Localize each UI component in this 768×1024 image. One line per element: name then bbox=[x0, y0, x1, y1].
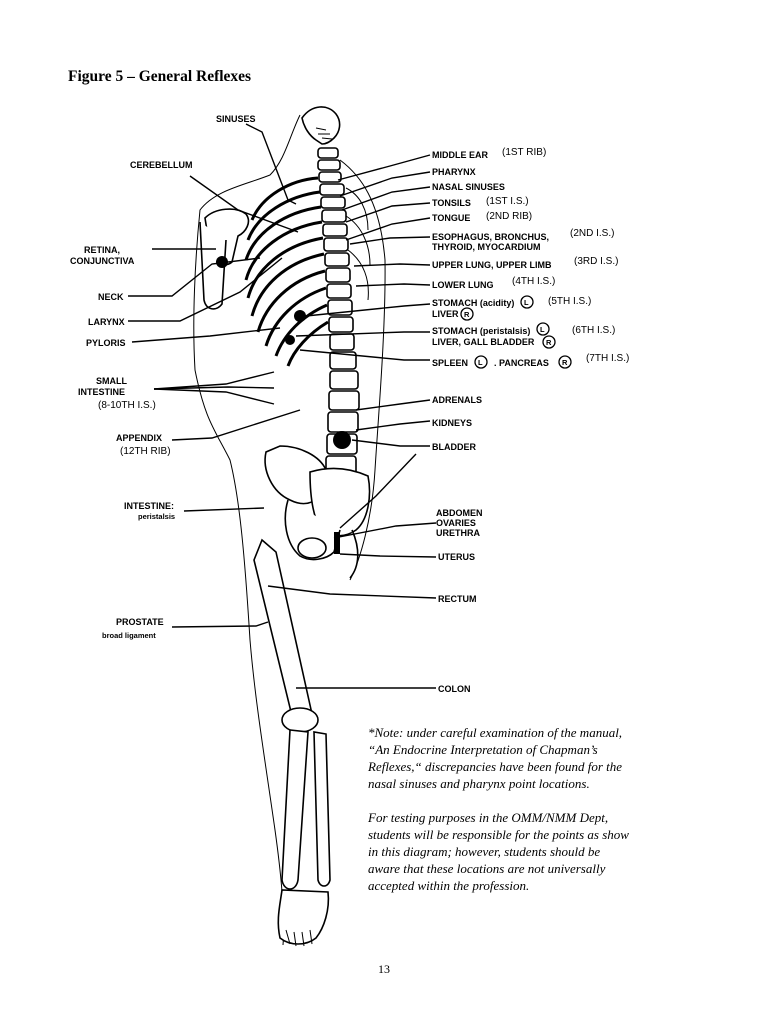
label-larynx: LARYNX bbox=[88, 317, 125, 327]
label-bladder: BLADDER bbox=[432, 442, 476, 452]
left-side-mark: L bbox=[536, 322, 550, 336]
label-rectum: RECTUM bbox=[438, 594, 477, 604]
leader-lines bbox=[128, 123, 437, 689]
label-conjunctiva: CONJUNCTIVA bbox=[70, 256, 135, 266]
page-number: 13 bbox=[378, 962, 390, 976]
label-spleen-location: (7TH I.S.) bbox=[586, 353, 629, 364]
svg-text:R: R bbox=[546, 338, 552, 347]
label-neck: NECK bbox=[98, 292, 124, 302]
svg-text:R: R bbox=[562, 358, 568, 367]
label-stomach-peristalsis: STOMACH (peristalsis) bbox=[432, 326, 530, 336]
label-intestine-peristalsis: INTESTINE: bbox=[124, 501, 174, 511]
label-prostate: PROSTATE bbox=[116, 617, 164, 627]
spine bbox=[317, 147, 360, 477]
left-side-mark: L bbox=[474, 355, 488, 369]
label-small-intestine-location: (8-10TH I.S.) bbox=[98, 400, 156, 411]
label-small: SMALL bbox=[96, 376, 127, 386]
right-side-mark: R bbox=[542, 335, 556, 349]
right-side-mark: R bbox=[460, 307, 474, 321]
label-pancreas: . PANCREAS bbox=[494, 358, 549, 368]
pelvis bbox=[264, 445, 371, 579]
rib-cage bbox=[244, 176, 371, 367]
label-intestine: INTESTINE bbox=[78, 387, 125, 397]
label-spleen: SPLEEN bbox=[432, 358, 468, 368]
label-appendix-location: (12TH RIB) bbox=[120, 446, 171, 457]
label-tongue: TONGUE bbox=[432, 213, 470, 223]
label-abdomen: ABDOMEN bbox=[436, 508, 483, 518]
svg-text:L: L bbox=[540, 325, 545, 334]
note-block: *Note: under careful examination of the … bbox=[368, 724, 630, 911]
label-middle-ear: MIDDLE EAR bbox=[432, 150, 489, 160]
label-upper-lung-location: (3RD I.S.) bbox=[574, 256, 618, 267]
label-esophagus-location: (2ND I.S.) bbox=[570, 228, 614, 239]
label-liver-gall-bladder: LIVER, GALL BLADDER bbox=[432, 337, 535, 347]
label-sinuses: SINUSES bbox=[216, 114, 256, 124]
label-pyloris: PYLORIS bbox=[86, 338, 126, 348]
label-liver: LIVER bbox=[432, 309, 459, 319]
label-kidneys: KIDNEYS bbox=[432, 418, 472, 428]
right-labels: MIDDLE EAR (1ST RIB) PHARYNX NASAL SINUS… bbox=[432, 147, 629, 694]
label-tongue-location: (2ND RIB) bbox=[486, 211, 532, 222]
label-ovaries: OVARIES bbox=[436, 518, 476, 528]
svg-text:L: L bbox=[524, 298, 529, 307]
svg-text:R: R bbox=[464, 310, 470, 319]
note-paragraph-1: *Note: under careful examination of the … bbox=[368, 725, 623, 791]
label-cerebellum: CEREBELLUM bbox=[130, 160, 193, 170]
label-lower-lung-location: (4TH I.S.) bbox=[512, 276, 555, 287]
label-middle-ear-location: (1ST RIB) bbox=[502, 147, 546, 158]
label-urethra: URETHRA bbox=[436, 528, 480, 538]
label-thyroid: THYROID, MYOCARDIUM bbox=[432, 242, 541, 252]
left-side-mark: L bbox=[520, 295, 534, 309]
label-stomach-peristalsis-location: (6TH I.S.) bbox=[572, 325, 615, 336]
label-retina: RETINA, bbox=[84, 245, 120, 255]
label-peristalsis: peristalsis bbox=[138, 512, 175, 521]
label-stomach-acidity-location: (5TH I.S.) bbox=[548, 296, 591, 307]
label-pharynx: PHARYNX bbox=[432, 167, 476, 177]
label-broad-ligament: broad ligament bbox=[102, 631, 156, 640]
note-paragraph-2: For testing purposes in the OMM/NMM Dept… bbox=[368, 810, 629, 893]
figure-title: Figure 5 – General Reflexes bbox=[68, 68, 252, 85]
svg-text:L: L bbox=[478, 358, 483, 367]
label-upper-lung: UPPER LUNG, UPPER LIMB bbox=[432, 260, 552, 270]
label-esophagus: ESOPHAGUS, BRONCHUS, bbox=[432, 232, 549, 242]
label-lower-lung: LOWER LUNG bbox=[432, 280, 494, 290]
label-tonsils: TONSILS bbox=[432, 198, 471, 208]
skeleton-figure bbox=[193, 106, 386, 947]
label-stomach-acidity: STOMACH (acidity) bbox=[432, 298, 514, 308]
label-nasal-sinuses: NASAL SINUSES bbox=[432, 182, 505, 192]
label-colon: COLON bbox=[438, 684, 471, 694]
label-tonsils-location: (1ST I.S.) bbox=[486, 196, 529, 207]
label-uterus: UTERUS bbox=[438, 552, 475, 562]
label-adrenals: ADRENALS bbox=[432, 395, 482, 405]
left-labels: SINUSES CEREBELLUM RETINA, CONJUNCTIVA N… bbox=[70, 114, 256, 640]
label-appendix: APPENDIX bbox=[116, 433, 162, 443]
right-side-mark: R bbox=[558, 355, 572, 369]
